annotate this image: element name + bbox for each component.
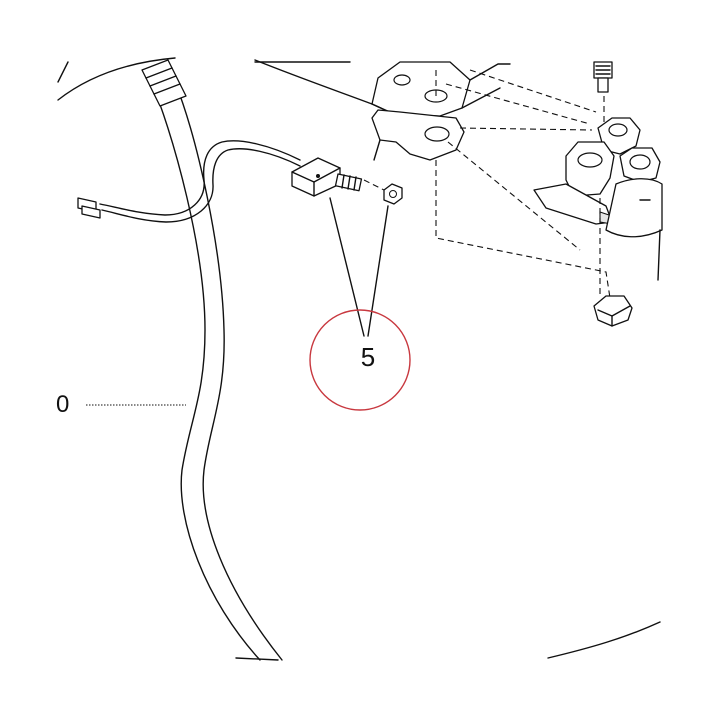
hose-pipe <box>141 59 283 661</box>
callout-leader-lines <box>329 197 389 337</box>
large-nut-part <box>593 295 633 327</box>
bolt-top-right <box>593 61 613 93</box>
part-callout-partial: 0 <box>56 391 186 418</box>
mounting-bracket-lower <box>371 109 465 161</box>
small-nut-part <box>383 183 403 205</box>
sensor-switch-part <box>291 157 363 197</box>
sensor-cable <box>77 140 301 223</box>
caliper-assembly <box>533 117 663 281</box>
body-outline <box>57 57 661 661</box>
callout-number: 5 <box>361 342 375 372</box>
assembly-dashed-lines <box>363 69 611 299</box>
callout-highlight-circle <box>309 309 411 411</box>
partial-callout-label: 0 <box>56 391 69 418</box>
